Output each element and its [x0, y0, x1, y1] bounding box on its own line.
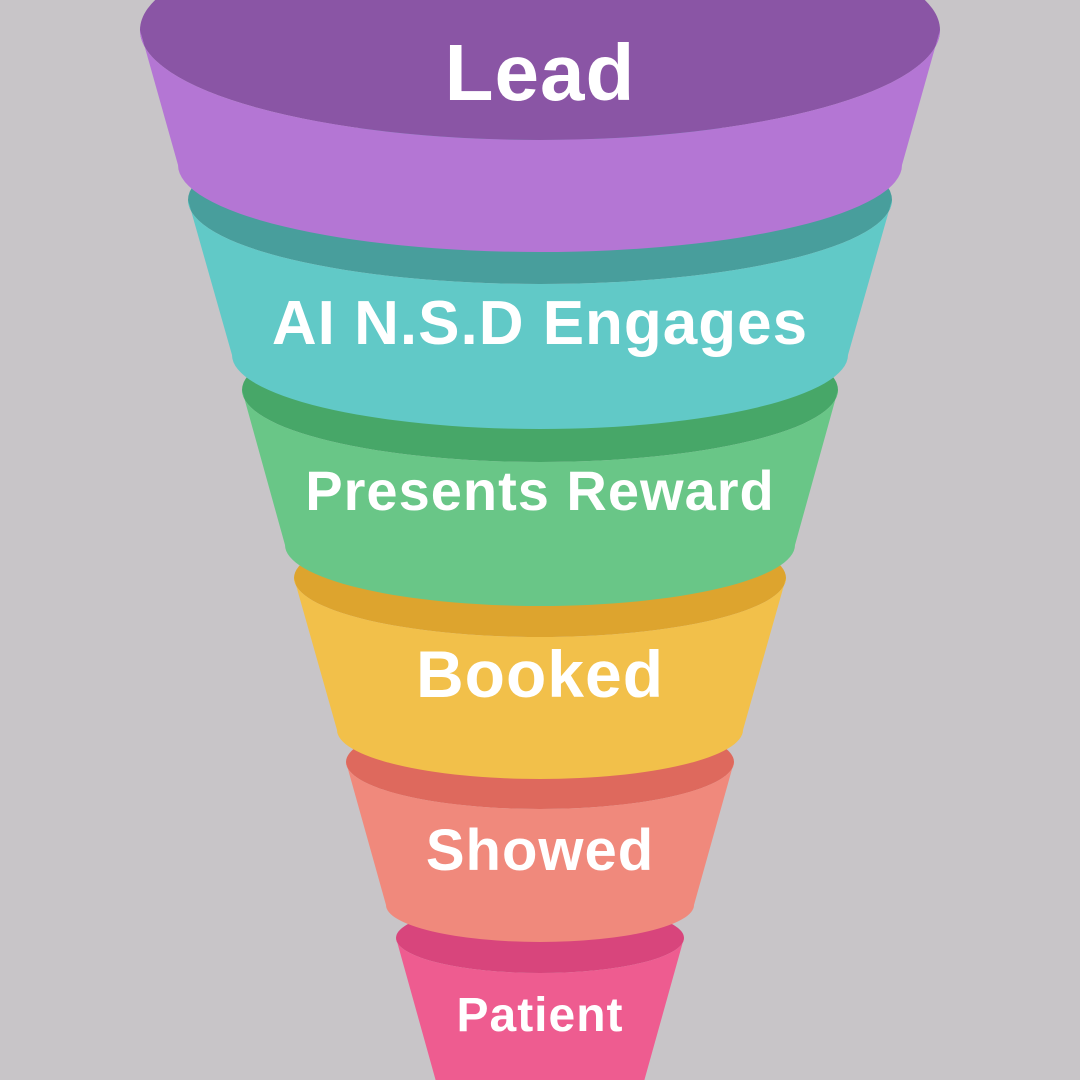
stage-label: Booked	[416, 637, 664, 711]
stage-label: Patient	[456, 989, 623, 1042]
stage-front-face	[294, 578, 786, 779]
stage-front-face	[396, 938, 684, 1080]
stage-front-face	[346, 762, 734, 942]
stage-top-surface	[140, 0, 940, 140]
stage-label: Presents Reward	[305, 459, 774, 522]
funnel-stage-lead: Lead	[140, 0, 940, 252]
stage-front-face	[188, 200, 892, 429]
stage-front-face	[140, 30, 940, 252]
stage-label: Showed	[426, 818, 654, 883]
stage-label: Lead	[445, 28, 636, 117]
stage-front-face	[242, 390, 838, 606]
stage-label: AI N.S.D Engages	[272, 289, 808, 358]
